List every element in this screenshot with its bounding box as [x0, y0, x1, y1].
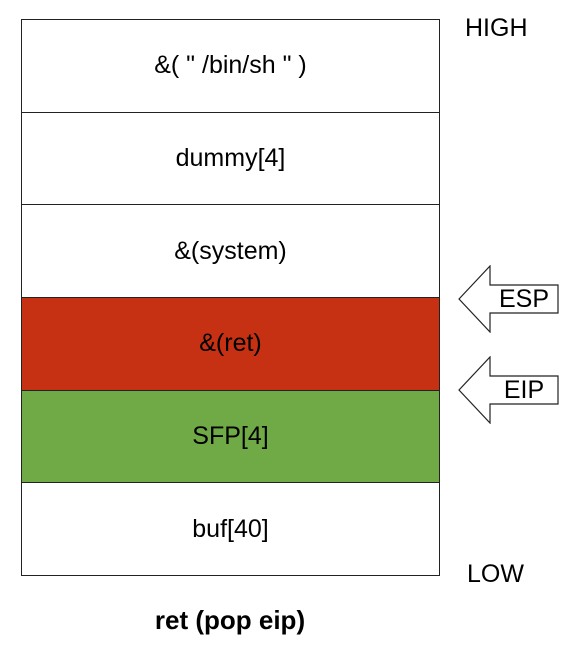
- left-arrow-icon: [458, 265, 559, 333]
- eip-label: EIP: [503, 375, 545, 404]
- esp-pointer: ESP: [458, 265, 560, 333]
- stack-cell-system-address: &(system): [22, 204, 439, 297]
- stack-cell-sfp: SFP[4]: [22, 389, 439, 483]
- stack-cell-ret-address: &(ret): [22, 297, 439, 390]
- low-address-label: LOW: [467, 560, 524, 588]
- eip-pointer: EIP: [458, 356, 560, 424]
- esp-label: ESP: [498, 284, 550, 313]
- stack-cell-buf: buf[40]: [22, 482, 439, 575]
- left-arrow-icon: [458, 356, 559, 424]
- stack-diagram: &( " /bin/sh " ) dummy[4] &(system) &(re…: [21, 19, 440, 576]
- stack-cell-binsh-address: &( " /bin/sh " ): [154, 51, 307, 80]
- stack-cell-dummy: dummy[4]: [22, 111, 439, 205]
- high-address-label: HIGH: [465, 14, 528, 42]
- diagram-caption: ret (pop eip): [154, 605, 306, 635]
